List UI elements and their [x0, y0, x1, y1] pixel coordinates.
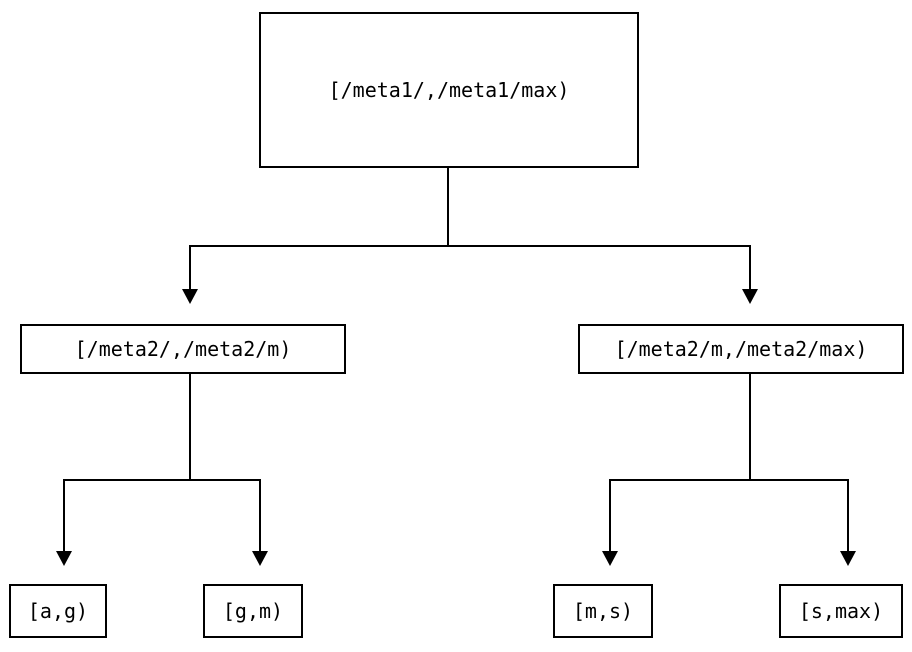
edge-mid-right-crossbar: [609, 479, 849, 481]
tree-node-mid-right[interactable]: [/meta2/m,/meta2/max): [578, 324, 904, 374]
edge-root-crossbar: [189, 245, 751, 247]
edge-root-to-mid-right: [749, 245, 751, 291]
tree-node-mid-left[interactable]: [/meta2/,/meta2/m): [20, 324, 346, 374]
arrow-down-icon-mid-right: [742, 289, 758, 304]
arrow-down-icon-leaf-d: [840, 551, 856, 566]
arrow-down-icon-mid-left: [182, 289, 198, 304]
tree-node-leaf-b[interactable]: [g,m): [203, 584, 303, 638]
arrow-down-icon-leaf-c: [602, 551, 618, 566]
tree-node-leaf-d[interactable]: [s,max): [779, 584, 903, 638]
tree-node-leaf-c[interactable]: [m,s): [553, 584, 653, 638]
edge-mid-left-crossbar: [63, 479, 261, 481]
arrow-down-icon-leaf-b: [252, 551, 268, 566]
arrow-down-icon-leaf-a: [56, 551, 72, 566]
edge-mid-left-stem: [189, 374, 191, 481]
tree-node-root[interactable]: [/meta1/,/meta1/max): [259, 12, 639, 168]
edge-mid-right-to-leaf-d: [847, 479, 849, 552]
edge-root-to-mid-left: [189, 245, 191, 291]
edge-root-stem: [447, 167, 449, 247]
edge-mid-right-stem: [749, 374, 751, 481]
edge-mid-left-to-leaf-b: [259, 479, 261, 552]
edge-mid-left-to-leaf-a: [63, 479, 65, 552]
edge-mid-right-to-leaf-c: [609, 479, 611, 552]
tree-node-leaf-a[interactable]: [a,g): [9, 584, 107, 638]
